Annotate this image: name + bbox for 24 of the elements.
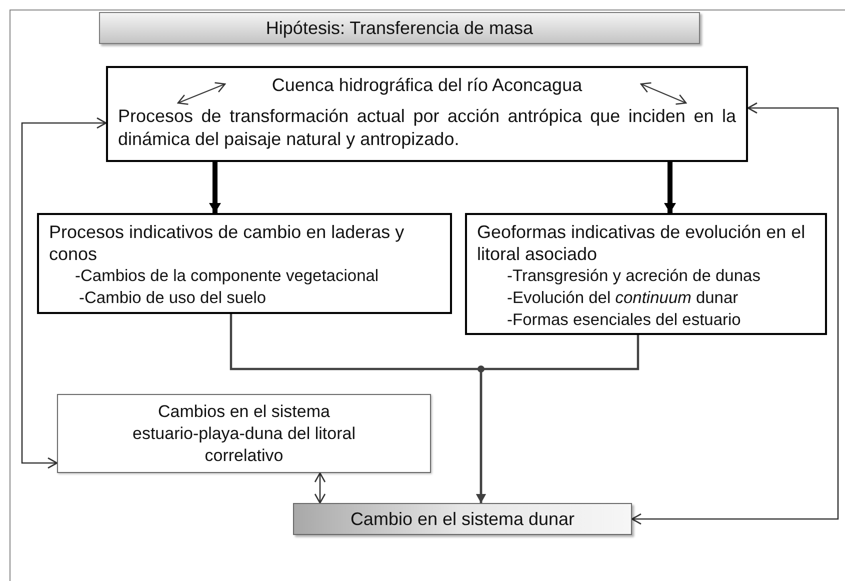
list-item: -Cambios de la componente vegetacional bbox=[74, 266, 380, 287]
result-box bbox=[293, 503, 632, 535]
box-heading: Geoformas indicativas de evolución en el litoral asociado bbox=[476, 221, 806, 265]
box-heading: Cuenca hidrográfica del río Aconcagua bbox=[272, 74, 582, 97]
list-item: -Evolución del continuum dunar bbox=[506, 288, 740, 309]
list-item: -Cambio de uso del suelo bbox=[78, 288, 268, 309]
process-box bbox=[465, 213, 827, 335]
box-label: Cambios en el sistema estuario-playa-duna del litoral correlativo bbox=[131, 401, 357, 467]
box-label: Cambio en el sistema dunar bbox=[349, 508, 576, 531]
arrow bbox=[21, 117, 107, 469]
list-item: -Formas esenciales del estuario bbox=[506, 310, 742, 331]
title-box bbox=[99, 12, 700, 44]
box-heading: Procesos indicativos de cambio en laderas y conos bbox=[48, 221, 406, 265]
arrow bbox=[314, 472, 326, 504]
box-label: Hipótesis: Transferencia de masa bbox=[264, 17, 534, 40]
box-text: Procesos de transformación actual por acción antrópica que inciden en la dinámica del paisaje natural y antropizado. bbox=[117, 105, 737, 151]
list-item: -Transgresión y acreción de dunas bbox=[506, 266, 762, 287]
process-box bbox=[37, 213, 452, 314]
arrow bbox=[631, 102, 839, 525]
result-box bbox=[57, 394, 431, 473]
process-box bbox=[106, 66, 748, 162]
arrow bbox=[664, 162, 676, 213]
arrow bbox=[209, 162, 221, 213]
arrow bbox=[476, 335, 640, 503]
